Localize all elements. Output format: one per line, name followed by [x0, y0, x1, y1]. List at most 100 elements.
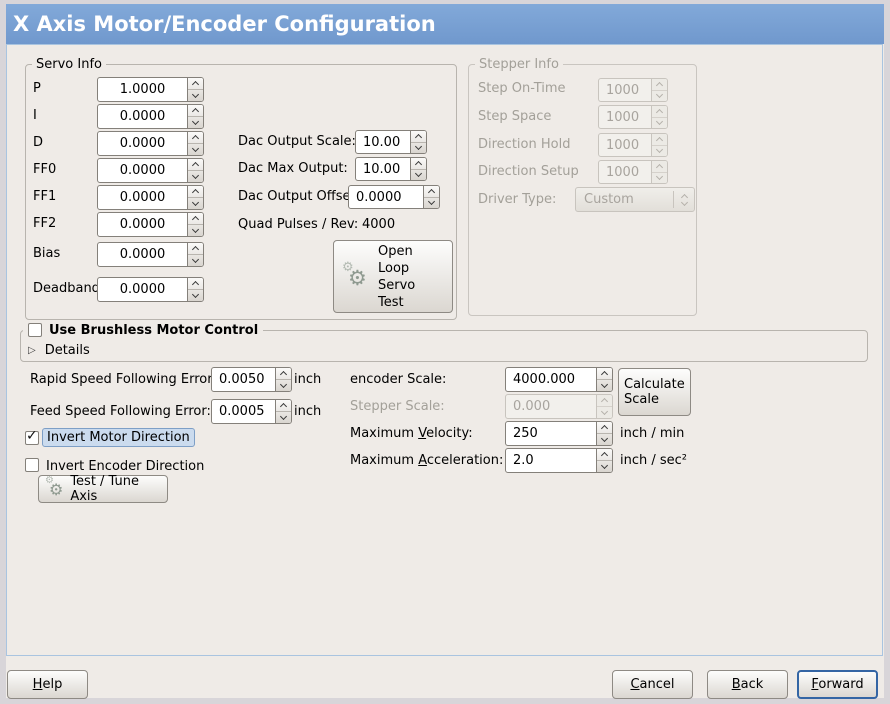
p-spinbox[interactable]: 1.0000 — [97, 77, 204, 102]
spin-up-button[interactable] — [597, 368, 612, 380]
spin-up-button[interactable] — [597, 422, 612, 434]
rapid-error-spinbox[interactable]: 0.0050 — [211, 367, 292, 392]
p-value[interactable]: 1.0000 — [119, 82, 166, 97]
i-value[interactable]: 0.0000 — [119, 109, 166, 124]
dac-max-output-spinbox[interactable]: 10.00 — [355, 157, 427, 181]
chevron-up-icon — [414, 160, 423, 168]
spin-up-button[interactable] — [188, 213, 203, 225]
spin-down-button[interactable] — [411, 143, 426, 154]
back-button[interactable]: Back — [707, 670, 788, 699]
dac-output-offset-spinbox[interactable]: 0.0000 — [348, 185, 440, 209]
spin-up-button[interactable] — [188, 78, 203, 90]
dac-output-offset-value[interactable]: 0.0000 — [356, 189, 402, 205]
ff1-value[interactable]: 0.0000 — [119, 190, 166, 205]
dac-output-scale-value[interactable]: 10.00 — [363, 134, 401, 150]
spin-down-button[interactable] — [188, 90, 203, 101]
cancel-button[interactable]: Cancel — [612, 670, 693, 699]
feed-error-spinbox[interactable]: 0.0005 — [211, 399, 292, 424]
deadband-spinbox[interactable]: 0.0000 — [97, 277, 204, 302]
invert-motor-checkbox[interactable]: ✓ — [25, 428, 39, 445]
stepper-scale-spinbox: 0.000 — [505, 394, 613, 419]
invert-encoder-checkbox[interactable] — [25, 458, 39, 472]
spin-up-button[interactable] — [597, 449, 612, 461]
forward-button[interactable]: Forward — [797, 670, 878, 699]
deadband-label: Deadband — [33, 281, 100, 296]
chevron-down-icon — [191, 171, 200, 180]
spin-down-button[interactable] — [597, 380, 612, 391]
dac-max-output-value[interactable]: 10.00 — [363, 161, 401, 177]
chevron-down-icon — [279, 380, 288, 389]
spin-down-button[interactable] — [597, 434, 612, 445]
max-acceleration-spinbox[interactable]: 2.0 — [505, 448, 613, 473]
spin-up-button — [652, 106, 667, 118]
deadband-value[interactable]: 0.0000 — [119, 282, 166, 297]
ff0-spinbox[interactable]: 0.0000 — [97, 158, 204, 183]
open-loop-servo-test-button[interactable]: ⚙ ⚙ Open Loop Servo Test — [333, 240, 453, 313]
ff1-label: FF1 — [33, 189, 57, 204]
ff2-spinbox[interactable]: 0.0000 — [97, 212, 204, 237]
spin-up-button[interactable] — [276, 368, 291, 380]
invert-encoder-label[interactable]: Invert Encoder Direction — [46, 459, 205, 474]
spin-down-button[interactable] — [188, 144, 203, 155]
spin-up-button[interactable] — [188, 159, 203, 171]
chevron-down-icon — [414, 143, 423, 151]
spin-up-button[interactable] — [424, 186, 439, 198]
spin-up-button[interactable] — [411, 158, 426, 170]
spin-down-button[interactable] — [597, 461, 612, 472]
spin-down-button[interactable] — [188, 255, 203, 266]
direction-hold-value: 1000 — [606, 137, 640, 153]
dac-output-offset-label: Dac Output Offset: — [238, 189, 360, 204]
ff2-value[interactable]: 0.0000 — [119, 217, 166, 232]
spin-up-button[interactable] — [188, 243, 203, 255]
chevron-up-icon — [279, 402, 288, 411]
encoder-scale-value[interactable]: 4000.000 — [513, 372, 576, 387]
help-button[interactable]: Help — [7, 670, 88, 699]
ff2-label: FF2 — [33, 216, 57, 231]
d-value[interactable]: 0.0000 — [119, 136, 166, 151]
rapid-error-unit: inch — [294, 372, 322, 387]
spin-down-button[interactable] — [188, 171, 203, 182]
d-label: D — [33, 135, 44, 150]
max-velocity-spinbox[interactable]: 250 — [505, 421, 613, 446]
spin-up-button[interactable] — [188, 132, 203, 144]
spin-down-button[interactable] — [424, 198, 439, 209]
spin-up-button[interactable] — [276, 400, 291, 412]
details-expander[interactable]: ▷ Details — [28, 343, 90, 358]
bias-value[interactable]: 0.0000 — [119, 247, 166, 262]
spin-up-button[interactable] — [411, 131, 426, 143]
feed-error-value[interactable]: 0.0005 — [219, 404, 265, 419]
max-velocity-value[interactable]: 250 — [513, 426, 538, 441]
max-acceleration-label: Maximum Acceleration: — [350, 453, 504, 468]
d-spinbox[interactable]: 0.0000 — [97, 131, 204, 156]
spin-down-button[interactable] — [276, 380, 291, 391]
i-spinbox[interactable]: 0.0000 — [97, 104, 204, 129]
max-velocity-unit: inch / min — [620, 426, 685, 441]
dac-output-scale-spinbox[interactable]: 10.00 — [355, 130, 427, 154]
spin-up-button[interactable] — [188, 105, 203, 117]
spin-up-button[interactable] — [188, 278, 203, 290]
use-brushless-checkbox[interactable] — [28, 323, 42, 337]
bias-spinbox[interactable]: 0.0000 — [97, 242, 204, 267]
test-tune-axis-button[interactable]: ⚙ ⚙ Test / Tune Axis — [38, 474, 168, 504]
back-button-label: Back — [731, 677, 764, 692]
spin-down-button[interactable] — [188, 290, 203, 301]
gears-icon: ⚙ ⚙ — [342, 259, 367, 290]
ff0-value[interactable]: 0.0000 — [119, 163, 166, 178]
spin-up-button[interactable] — [188, 186, 203, 198]
ff1-spinbox[interactable]: 0.0000 — [97, 185, 204, 210]
chevron-down-icon — [191, 255, 200, 264]
rapid-error-value[interactable]: 0.0050 — [219, 372, 265, 387]
step-space-value: 1000 — [606, 109, 640, 125]
calculate-scale-button[interactable]: Calculate Scale — [618, 368, 691, 416]
spin-down-button[interactable] — [188, 117, 203, 128]
invert-motor-label[interactable]: Invert Motor Direction — [42, 428, 195, 447]
spin-down-button[interactable] — [188, 225, 203, 236]
spin-down-button[interactable] — [276, 412, 291, 423]
spin-down-button[interactable] — [188, 198, 203, 209]
encoder-scale-spinbox[interactable]: 4000.000 — [505, 367, 613, 392]
direction-setup-value: 1000 — [606, 164, 640, 180]
max-acceleration-value[interactable]: 2.0 — [513, 453, 534, 468]
spin-down-button[interactable] — [411, 170, 426, 181]
open-loop-button-label: Open Loop Servo Test — [378, 243, 416, 310]
spin-down-button — [652, 173, 667, 184]
